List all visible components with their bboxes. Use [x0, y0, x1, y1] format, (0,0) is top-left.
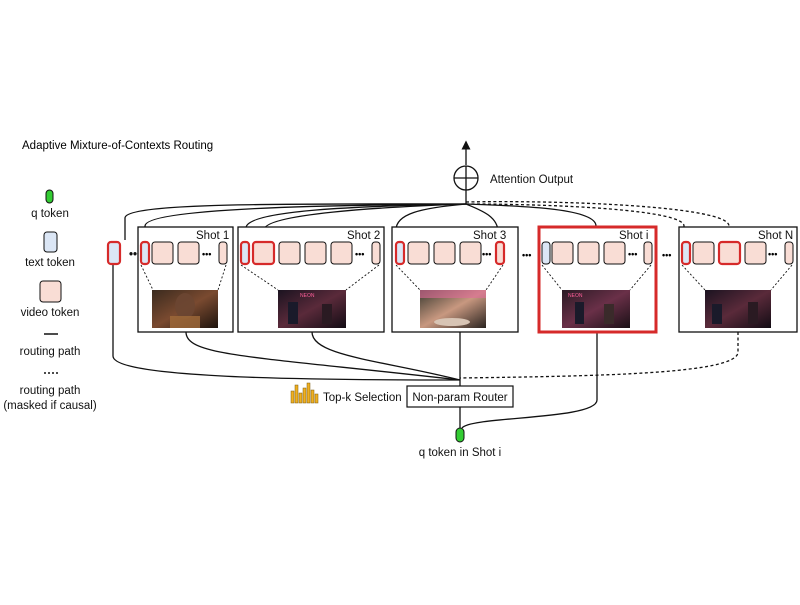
legend-text-token: text token [25, 257, 75, 269]
video-token [433, 241, 456, 265]
video-token [692, 241, 715, 265]
ellipsis-icon: ••• [628, 249, 637, 259]
ellipsis-icon: ••• [355, 249, 364, 259]
shot-2-block: Shot 2 ••• NEON [237, 226, 385, 333]
ellipsis-icon: ••• [482, 249, 491, 259]
legend-routing-path: routing path [20, 346, 81, 358]
video-token [744, 241, 767, 265]
topk-selection-label: Top-k Selection [323, 392, 402, 404]
video-token [330, 241, 353, 265]
video-token [551, 241, 574, 265]
video-token-selected [717, 240, 742, 266]
video-token [784, 241, 794, 265]
video-token-selected [251, 240, 276, 266]
text-token-selected [106, 240, 122, 266]
legend: q token text token video token routing p… [3, 189, 97, 412]
route-bottom-left [112, 264, 461, 381]
video-token [603, 241, 626, 265]
text-token-selected [680, 240, 692, 266]
shot-3-block: Shot 3 ••• [391, 226, 519, 333]
video-token-selected [494, 240, 506, 266]
legend-q-token: q token [31, 208, 69, 220]
legend-masked-note: (masked if causal) [3, 400, 96, 412]
oplus-icon [453, 165, 479, 191]
ellipsis-icon: ••• [522, 250, 531, 260]
shot-i-label: Shot i [619, 230, 648, 242]
video-token [278, 241, 301, 265]
masked-routing-paths [459, 200, 739, 379]
route-shot2-frame [311, 331, 461, 381]
route-to-shot-i [465, 203, 597, 232]
video-token [577, 241, 600, 265]
router-label: Non-param Router [412, 392, 507, 404]
text-token-selected [139, 240, 151, 266]
video-token [371, 241, 381, 265]
video-token [218, 241, 228, 265]
shot-1-label: Shot 1 [196, 230, 229, 242]
route-to-first-text [124, 203, 467, 240]
route-shot1-frame [185, 331, 461, 381]
video-token [643, 241, 653, 265]
legend-routing-path-masked: routing path [20, 385, 81, 397]
route-to-shot2-text [245, 203, 467, 242]
attention-output-label: Attention Output [490, 174, 574, 186]
shot-n-label: Shot N [758, 230, 793, 242]
svg-text:NEON: NEON [300, 293, 315, 299]
video-token [459, 241, 482, 265]
q-token-in-shot-label: q token in Shot i [419, 447, 501, 459]
svg-text:NEON: NEON [568, 293, 583, 299]
text-token [541, 241, 551, 265]
route-to-shot1 [144, 203, 467, 242]
text-token-legend-swatch [43, 231, 58, 253]
q-token [455, 427, 465, 443]
shot-i-block: Shot i ••• NEON [537, 225, 658, 334]
text-token-selected [239, 240, 251, 266]
route-to-shot-n-video [465, 200, 730, 242]
frame-thumbnail [562, 290, 630, 328]
legend-video-token: video token [21, 307, 80, 319]
shot-3-label: Shot 3 [473, 230, 506, 242]
ellipsis-icon: ••• [662, 250, 671, 260]
video-token [151, 241, 174, 265]
shot-2-label: Shot 2 [347, 230, 380, 242]
video-token-legend-swatch [39, 280, 62, 303]
diagram-title: Adaptive Mixture-of-Contexts Routing [22, 140, 213, 152]
route-shot-i-to-query [461, 332, 598, 429]
video-token [407, 241, 430, 265]
video-token [177, 241, 200, 265]
video-token [304, 241, 327, 265]
ellipsis-icon: ••• [202, 249, 211, 259]
q-token-legend-swatch [45, 189, 54, 204]
route-to-shot-n-text [465, 203, 685, 242]
route-shot-n-frame [459, 332, 739, 379]
ellipsis-icon: ••• [768, 249, 777, 259]
shot-1-block: Shot 1 ••• [137, 226, 234, 333]
shot-n-block: Shot N ••• [678, 226, 798, 333]
text-token-selected [394, 240, 406, 266]
bar-chart-icon [290, 382, 319, 404]
